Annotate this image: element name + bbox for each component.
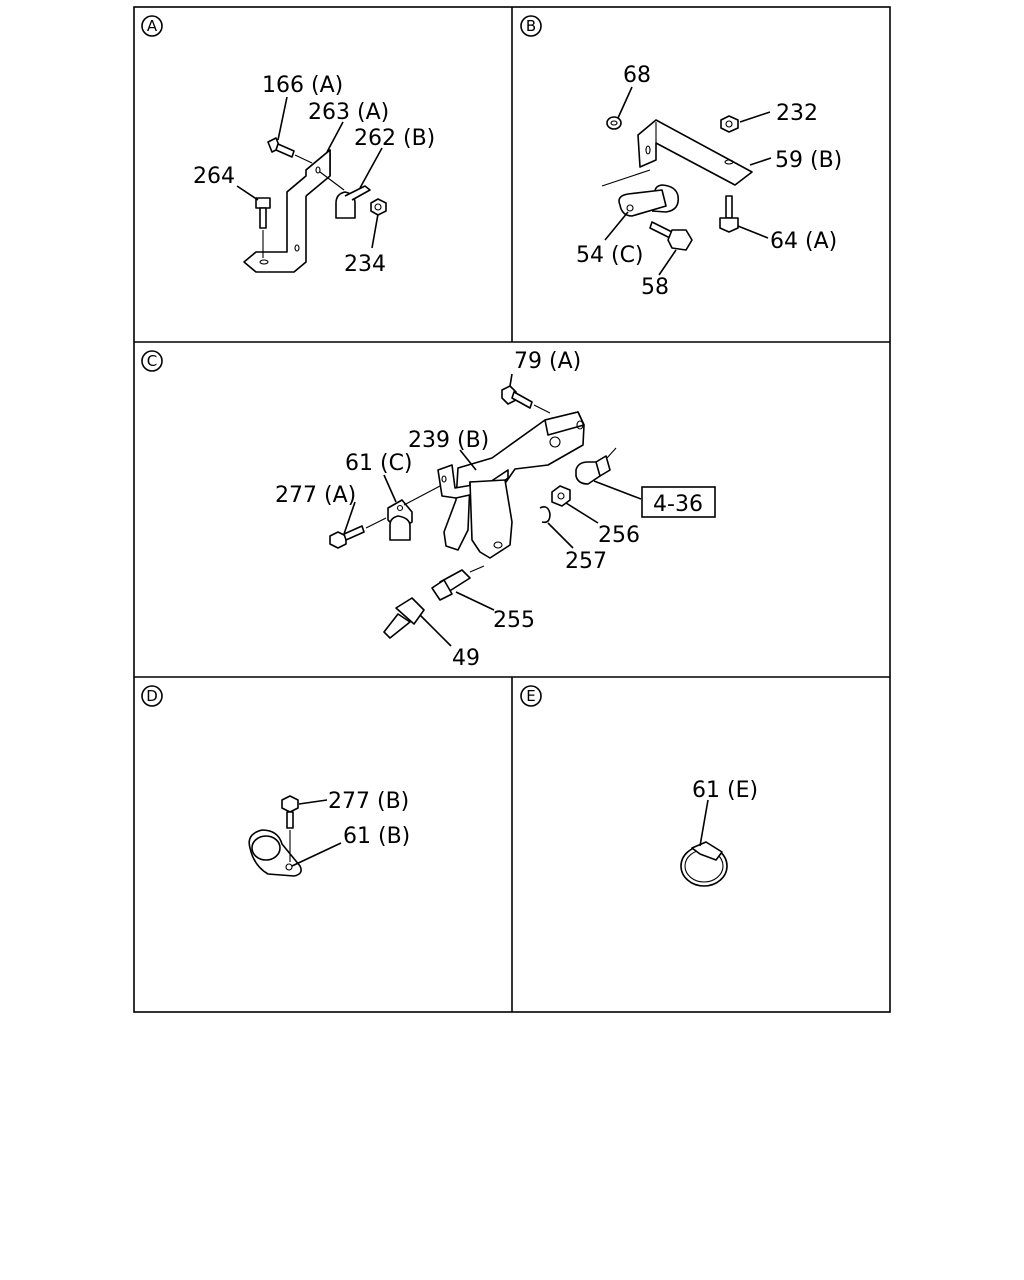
panel-a-drawing xyxy=(236,96,387,273)
label-239b: 239 (B) xyxy=(408,428,489,453)
label-166a: 166 (A) xyxy=(262,73,343,98)
label-61e: 61 (E) xyxy=(692,778,758,803)
label-264: 264 xyxy=(193,164,235,189)
panel-e-marker: E xyxy=(520,685,542,707)
label-54c: 54 (C) xyxy=(576,243,644,268)
svg-text:E: E xyxy=(526,687,535,705)
panel-d-marker: D xyxy=(141,685,163,707)
label-49: 49 xyxy=(452,646,480,671)
panel-a-marker: A xyxy=(141,15,163,37)
svg-text:A: A xyxy=(147,17,158,35)
panel-d-drawing xyxy=(248,795,342,877)
panel-e-drawing xyxy=(680,799,728,887)
label-277b: 277 (B) xyxy=(328,789,409,814)
svg-text:B: B xyxy=(526,17,536,35)
label-232: 232 xyxy=(776,101,818,126)
label-68: 68 xyxy=(623,63,651,88)
reference-4-36[interactable]: 4-36 xyxy=(641,486,716,518)
label-61c: 61 (C) xyxy=(345,451,413,476)
label-59b: 59 (B) xyxy=(775,148,842,173)
panel-b-marker: B xyxy=(520,15,542,37)
panel-frames xyxy=(133,6,891,1013)
label-234: 234 xyxy=(344,252,386,277)
label-58: 58 xyxy=(641,275,669,300)
label-257: 257 xyxy=(565,549,607,574)
panel-c-marker: C xyxy=(141,350,163,372)
label-256: 256 xyxy=(598,523,640,548)
svg-text:D: D xyxy=(146,687,158,705)
svg-text:4-36: 4-36 xyxy=(653,492,703,517)
label-79a: 79 (A) xyxy=(514,349,581,374)
label-255: 255 xyxy=(493,608,535,633)
label-64a: 64 (A) xyxy=(770,229,837,254)
label-277a: 277 (A) xyxy=(275,483,356,508)
label-263a: 263 (A) xyxy=(308,100,389,125)
svg-text:C: C xyxy=(147,352,157,370)
label-61b: 61 (B) xyxy=(343,824,410,849)
panel-b-drawing xyxy=(601,86,772,276)
panel-c-drawing xyxy=(329,373,642,647)
label-262b: 262 (B) xyxy=(354,126,435,151)
